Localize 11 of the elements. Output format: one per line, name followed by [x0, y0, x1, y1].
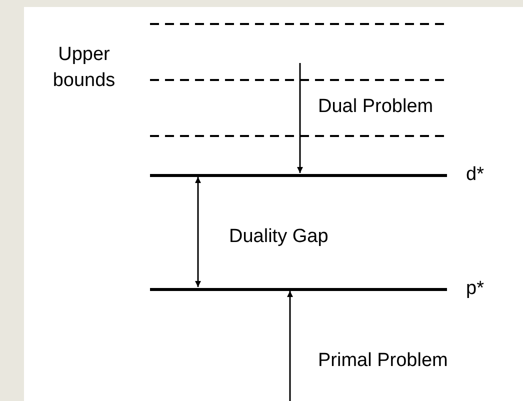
level-line	[150, 174, 447, 177]
arrow	[297, 63, 303, 173]
level-label: p*	[466, 278, 484, 300]
diagram-label: Primal Problem	[318, 350, 448, 372]
diagram-label: Duality Gap	[229, 226, 328, 248]
level-label: d*	[466, 164, 484, 186]
arrow	[287, 291, 293, 401]
diagram-label: Upper bounds	[52, 43, 116, 93]
diagram-label: Dual Problem	[318, 96, 434, 118]
level-line	[150, 288, 447, 291]
double-arrow	[195, 177, 201, 287]
